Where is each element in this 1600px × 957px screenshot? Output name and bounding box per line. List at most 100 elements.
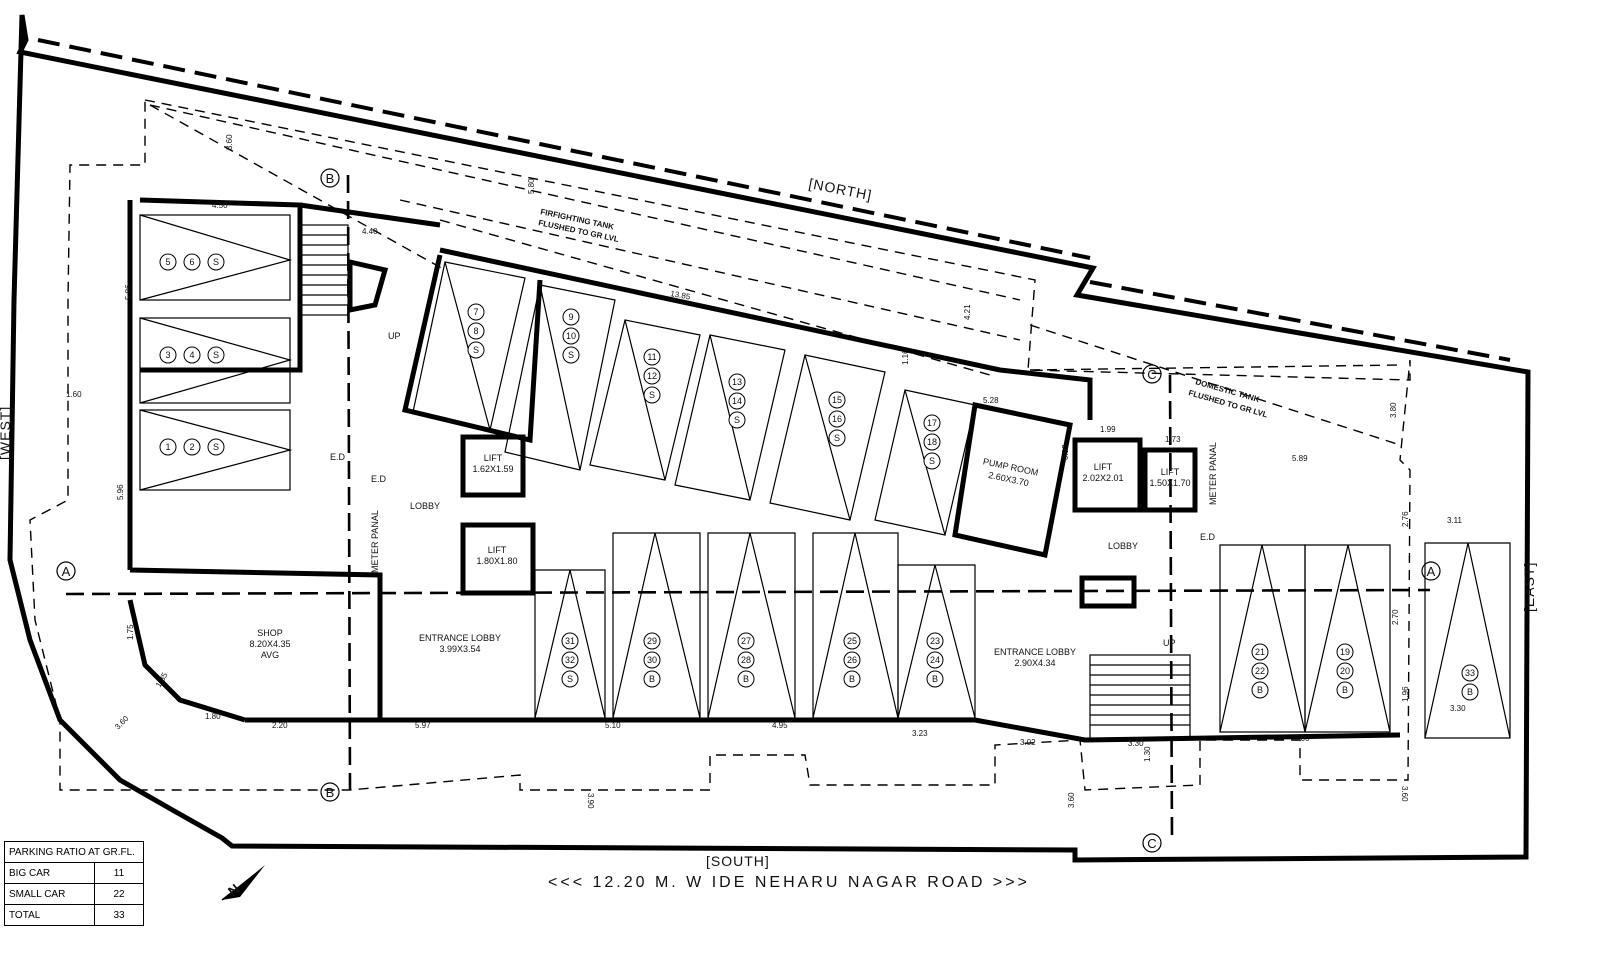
parking-slot-number: 22 <box>1255 666 1265 676</box>
parking-slot-circle <box>561 632 579 650</box>
setback-line <box>29 99 1411 791</box>
parking-slot-circle <box>643 367 661 385</box>
lift-2-size: 1.80X1.80 <box>476 556 517 566</box>
parking-slot-number: 4 <box>189 350 194 360</box>
parking-slot-number: B <box>932 674 938 684</box>
parking-slot-circle <box>728 392 746 410</box>
parking-slot-circle <box>643 386 661 404</box>
parking-slot-number: 5 <box>165 257 170 267</box>
svg-text:1.99: 1.99 <box>1100 425 1116 434</box>
parking-slot-circle <box>843 670 861 688</box>
parking-slot-circle <box>207 253 225 271</box>
svg-text:3.23: 3.23 <box>912 729 928 738</box>
lift-3-size: 2.02X2.01 <box>1082 473 1123 483</box>
svg-text:6.00: 6.00 <box>1294 734 1310 743</box>
ed-label-1: E.D <box>330 452 346 462</box>
parking-slot-number: 20 <box>1340 666 1350 676</box>
east-label: [EAST] <box>1521 562 1537 612</box>
parking-slot-circle <box>467 303 485 321</box>
parking-slot-circle <box>159 346 177 364</box>
parking-slot-number: S <box>929 456 935 466</box>
grid-marker-b-north: B <box>320 168 340 188</box>
svg-text:4.95: 4.95 <box>772 721 788 730</box>
svg-text:2.76: 2.76 <box>1401 511 1410 527</box>
parking-slot-circle <box>728 411 746 429</box>
svg-text:3.11: 3.11 <box>1447 516 1463 525</box>
parking-slot-circle <box>159 253 177 271</box>
parking-slot-number: S <box>473 345 479 355</box>
parking-slot-number: 1 <box>165 442 170 452</box>
site-boundary <box>7 14 1531 863</box>
parking-slot-circle <box>183 346 201 364</box>
lift-3-label: LIFT <box>1094 462 1113 472</box>
parking-slot-circle <box>828 429 846 447</box>
north-edge-line-2 <box>1089 280 1511 362</box>
parking-slot-circle <box>828 391 846 409</box>
svg-text:A: A <box>62 564 71 579</box>
entrance-lobby-2-label: ENTRANCE LOBBY <box>994 647 1076 657</box>
parking-slot-circle <box>159 438 177 456</box>
row-label: BIG CAR <box>4 862 95 884</box>
parking-slot-number: 11 <box>647 352 656 362</box>
grid-marker-c-south: C <box>1142 833 1162 853</box>
parking-slot-circle <box>1251 681 1269 699</box>
parking-slot-number: S <box>213 257 219 267</box>
parking-slot-circle <box>562 346 580 364</box>
svg-text:1.16: 1.16 <box>901 349 910 365</box>
parking-slot-number: B <box>743 674 749 684</box>
parking-slot-number: 31 <box>565 636 575 646</box>
svg-text:5.28: 5.28 <box>983 396 999 405</box>
building-wall-south <box>245 717 1401 743</box>
svg-text:5.97: 5.97 <box>415 721 431 730</box>
parking-slot-number: S <box>734 415 740 425</box>
svg-text:2.20: 2.20 <box>272 721 288 730</box>
parking-slot-circle <box>467 341 485 359</box>
grid-marker-c-north: C <box>1142 364 1162 384</box>
parking-slot-number: S <box>213 442 219 452</box>
stair-south <box>1079 575 1191 741</box>
parking-slot-number: 24 <box>930 655 940 665</box>
parking-slot-number: 14 <box>732 396 742 406</box>
parking-slot-circle <box>728 373 746 391</box>
svg-text:3.30: 3.30 <box>1128 739 1144 748</box>
parking-slot-circle <box>843 651 861 669</box>
parking-slot-circle <box>643 632 661 650</box>
parking-slot-number: 33 <box>1465 668 1475 678</box>
parking-slot-circle <box>1251 662 1269 680</box>
meter-panel-label-1: METER PANAL <box>370 510 380 573</box>
north-edge-line <box>37 38 1091 260</box>
svg-text:13.85: 13.85 <box>670 289 692 301</box>
parking-slot-circle <box>1336 643 1354 661</box>
table-row: SMALL CAR 22 <box>4 883 144 905</box>
parking-slot-number: 15 <box>832 395 842 405</box>
parking-slot-circle <box>923 452 941 470</box>
parking-slot-number: 28 <box>741 655 751 665</box>
lift-3 <box>1072 437 1143 513</box>
parking-slot-number: 32 <box>565 655 575 665</box>
parking-slot-circle <box>183 253 201 271</box>
parking-slot-number: 23 <box>930 636 940 646</box>
parking-slot-circle <box>562 308 580 326</box>
parking-slot-circle <box>828 410 846 428</box>
table-row: BIG CAR 11 <box>4 862 144 884</box>
parking-slot-number: B <box>1257 685 1263 695</box>
meter-panel-label-2: METER PANAL <box>1208 442 1218 505</box>
parking-bays-west <box>139 214 293 491</box>
parking-slot-circle <box>561 670 579 688</box>
lift-1 <box>460 434 526 498</box>
lift-1-label: LIFT <box>484 453 503 463</box>
parking-slot-number: 19 <box>1340 647 1350 657</box>
svg-text:C: C <box>1147 836 1156 851</box>
svg-text:1.80: 1.80 <box>205 712 221 721</box>
svg-text:4.40: 4.40 <box>362 227 378 236</box>
row-label: TOTAL <box>4 904 95 926</box>
svg-text:3.30: 3.30 <box>1450 704 1466 713</box>
parking-slot-circle <box>183 438 201 456</box>
grid-line-a <box>65 588 1431 596</box>
parking-slot-number: B <box>1342 685 1348 695</box>
svg-text:3.60: 3.60 <box>113 714 131 732</box>
parking-slot-number: 29 <box>647 636 657 646</box>
lift-4-label: LIFT <box>1161 467 1180 477</box>
parking-slot-number: 8 <box>473 326 478 336</box>
parking-slot-number: S <box>213 350 219 360</box>
